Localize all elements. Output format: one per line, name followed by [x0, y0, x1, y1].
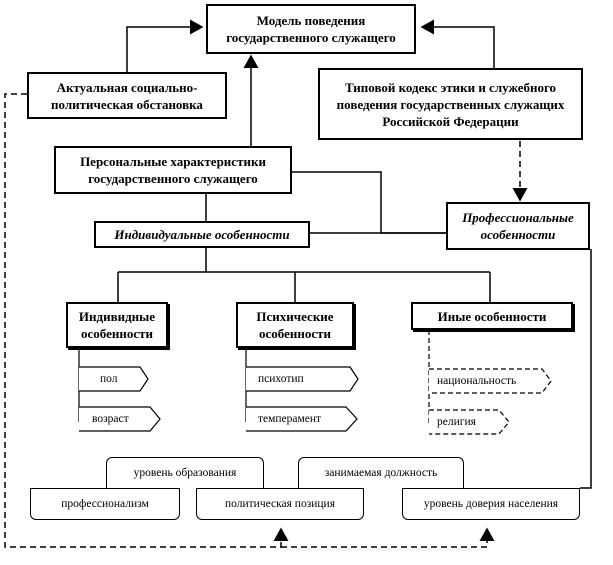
leaf-nationality: национальность	[437, 375, 517, 387]
psychic-features-box: Психические особенности	[236, 302, 354, 348]
behavior-model-box: Модель поведения государственного служащ…	[206, 4, 416, 54]
professionalism-cell: профессионализм	[30, 488, 180, 520]
ethics-codex-box: Типовой кодекс этики и служебного поведе…	[318, 68, 583, 140]
individual-traits-box: Индивидные особенности	[66, 302, 168, 348]
social-political-situation-label: Актуальная социально-политическая обстан…	[51, 79, 203, 112]
leaf-religion: религия	[437, 416, 476, 428]
education-level-tab: уровень образования	[106, 457, 264, 488]
professional-features-label: Профессиональные особенности	[462, 210, 574, 242]
behavior-model-label: Модель поведения государственного служащ…	[226, 13, 396, 45]
other-features-box: Иные особенности	[411, 302, 573, 330]
psychic-features-label: Психические особенности	[256, 309, 334, 341]
individual-features-box: Индивидуальные особенности	[94, 221, 310, 248]
leaf-age: возраст	[92, 413, 129, 425]
personal-characteristics-label: Персональные характеристики государствен…	[80, 154, 266, 186]
personal-characteristics-box: Персональные характеристики государствен…	[54, 146, 292, 194]
individual-traits-label: Индивидные особенности	[78, 309, 156, 341]
leaf-temperament: темперамент	[258, 413, 322, 425]
leaf-gender: пол	[100, 373, 118, 385]
social-political-situation-box: Актуальная социально-политическая обстан…	[27, 72, 227, 119]
individual-features-label: Индивидуальные особенности	[114, 227, 290, 242]
position-held-tab: занимаемая должность	[298, 457, 464, 488]
professional-features-box: Профессиональные особенности	[446, 202, 590, 250]
political-position-cell: политическая позиция	[196, 488, 364, 520]
public-trust-cell: уровень доверия населения	[402, 488, 580, 520]
ethics-codex-label: Типовой кодекс этики и служебного поведе…	[336, 79, 565, 129]
leaf-psychotype: психотип	[258, 373, 304, 385]
other-features-label: Иные особенности	[437, 308, 547, 324]
